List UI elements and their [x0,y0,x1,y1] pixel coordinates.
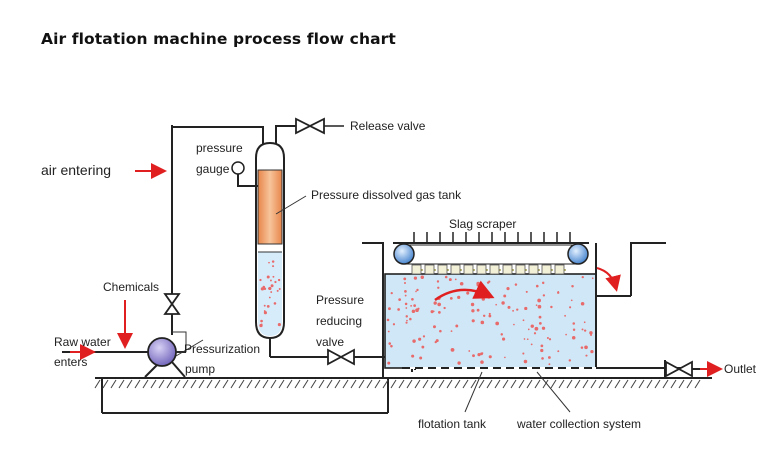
leader-lines [175,195,571,413]
slag-scraper-label: Slag scraper [449,217,516,231]
dissolved-gas-tank-label: Pressure dissolved gas tank [311,188,462,202]
pressure-reducing-valve[interactable] [327,348,355,366]
ground-base [94,377,712,414]
pressurization-pump-label-1: Pressurization [184,342,260,356]
air-entering-label: air entering [41,162,111,178]
dissolved-gas-tank[interactable] [255,125,296,357]
diagram-title: Air flotation machine process flow chart [41,30,396,48]
outlet-valve[interactable] [664,360,723,378]
pump-inlet-valve[interactable] [163,293,181,315]
overflow-weir [596,242,666,297]
pressure-reducing-label-3: valve [316,335,344,349]
release-valve[interactable] [295,117,344,135]
air-supply-pipe [171,125,264,335]
raw-water-label-2: enters [54,355,87,369]
slag-scraper[interactable] [393,232,589,275]
flotation-tank-label: flotation tank [418,417,487,431]
outlet-label: Outlet [724,362,757,376]
pressure-gauge-label-1: pressure [196,141,243,155]
pump-to-tank-pipe [172,331,187,352]
pressure-gauge-label-2: gauge [196,162,230,176]
flotation-tank[interactable] [362,242,683,378]
release-valve-label: Release valve [350,119,426,133]
chemicals-label: Chemicals [103,280,159,294]
pressurization-pump-label-2: pump [185,362,215,376]
water-collection-label: water collection system [516,417,641,431]
pressure-gauge[interactable] [231,161,258,187]
pressurization-pump[interactable] [144,337,186,378]
raw-water-label-1: Raw water [54,335,111,349]
pressure-reducing-label-2: reducing [316,314,362,328]
pressure-reducing-label-1: Pressure [316,293,364,307]
